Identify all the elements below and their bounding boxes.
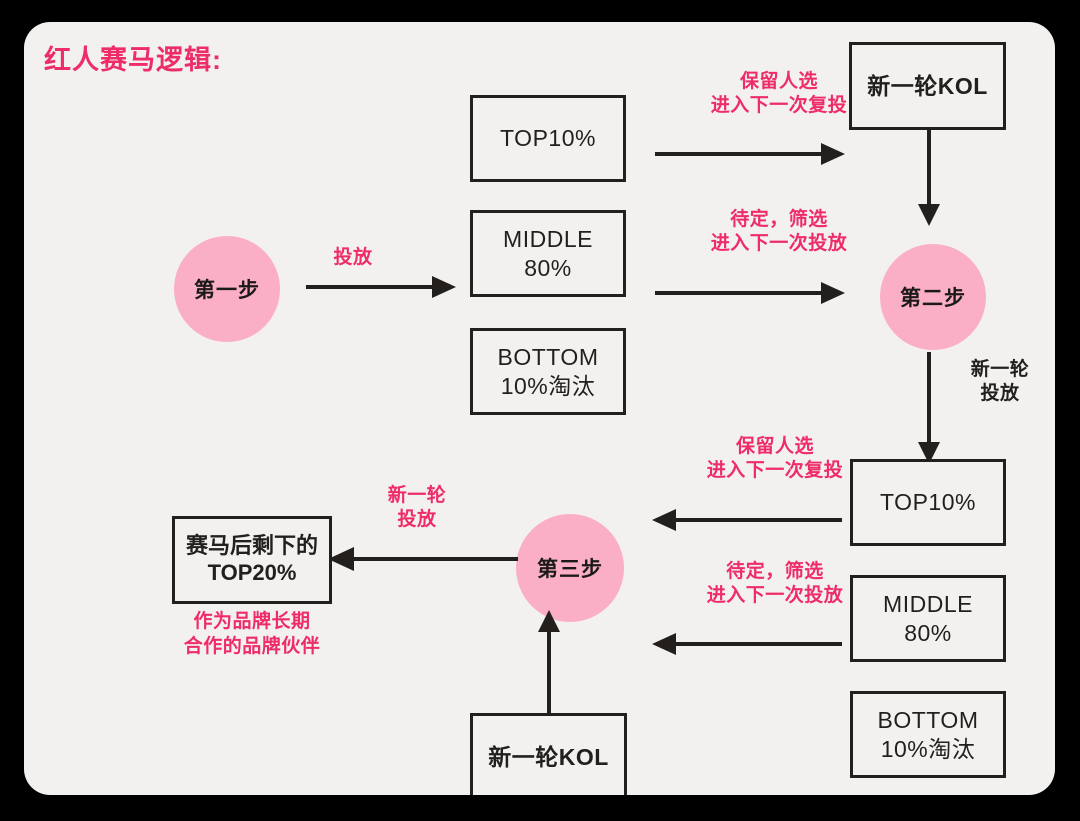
new-round-kol-box-lower[interactable]: 新一轮KOL xyxy=(470,713,627,795)
brand-partner-caption: 作为品牌长期 合作的品牌伙伴 xyxy=(183,611,321,657)
tier-box-top-left[interactable]: TOP10% xyxy=(470,95,626,182)
step-3-label: 第三步 xyxy=(537,558,603,581)
new-round-kol-upper-label: 新一轮KOL xyxy=(867,72,988,99)
new-round-kol-box-upper[interactable]: 新一轮KOL xyxy=(849,42,1006,130)
step-3-circle[interactable]: 第三步 xyxy=(516,514,624,622)
tier-bottom-label: BOTTOM 10%淘汰 xyxy=(497,344,599,399)
tier-box-bottom-right[interactable]: BOTTOM 10%淘汰 xyxy=(850,691,1006,778)
new-round-kol-lower-label: 新一轮KOL xyxy=(488,743,609,770)
tier-box-top-right[interactable]: TOP10% xyxy=(850,459,1006,546)
arrow-newkol-lower-to-step3 xyxy=(534,608,564,716)
label-keep-recast-2: 保留人选 进入下一次复投 xyxy=(706,436,844,482)
arrow-top-right-to-step3 xyxy=(650,505,842,535)
tier-bottom-label-right: BOTTOM 10%淘汰 xyxy=(877,707,979,762)
label-pending-rescreen-1: 待定，筛选 进入下一次投放 xyxy=(710,209,848,255)
label-new-round-deliver-pink: 新一轮 投放 xyxy=(387,485,447,531)
tier-middle-label: MIDDLE 80% xyxy=(503,226,593,281)
tier-box-middle-right[interactable]: MIDDLE 80% xyxy=(850,575,1006,662)
tier-box-bottom-left[interactable]: BOTTOM 10%淘汰 xyxy=(470,328,626,415)
step-1-label: 第一步 xyxy=(194,279,260,302)
tier-top-label-right: TOP10% xyxy=(880,489,976,516)
arrow-top-to-newkol xyxy=(655,139,845,169)
diagram-card: 红人赛马逻辑: 第一步 投放 TOP10% MIDDLE 80% BOTTOM … xyxy=(24,22,1055,795)
tier-box-middle-left[interactable]: MIDDLE 80% xyxy=(470,210,626,297)
step-2-circle[interactable]: 第二步 xyxy=(880,244,986,350)
arrow-middle-to-step2 xyxy=(655,278,845,308)
final-top20-label: 赛马后剩下的 TOP20% xyxy=(185,533,318,585)
tier-middle-label-right: MIDDLE 80% xyxy=(883,591,973,646)
tier-top-label: TOP10% xyxy=(500,125,596,152)
page-title: 红人赛马逻辑: xyxy=(44,45,222,75)
label-new-round-deliver-dark: 新一轮 投放 xyxy=(970,359,1030,405)
arrow-step2-to-tiers xyxy=(914,352,944,464)
arrow-newkol-to-step2 xyxy=(914,128,944,226)
arrow-middle-right-to-step3 xyxy=(650,629,842,659)
arrow-step1-to-tiers xyxy=(306,272,456,302)
arrow-step3-to-final xyxy=(328,544,518,574)
label-pending-rescreen-2: 待定，筛选 进入下一次投放 xyxy=(706,561,844,607)
label-deliver: 投放 xyxy=(333,247,373,268)
label-keep-recast-1: 保留人选 进入下一次复投 xyxy=(710,71,848,117)
final-top20-box[interactable]: 赛马后剩下的 TOP20% xyxy=(172,516,332,604)
step-1-circle[interactable]: 第一步 xyxy=(174,236,280,342)
step-2-label: 第二步 xyxy=(900,287,966,310)
